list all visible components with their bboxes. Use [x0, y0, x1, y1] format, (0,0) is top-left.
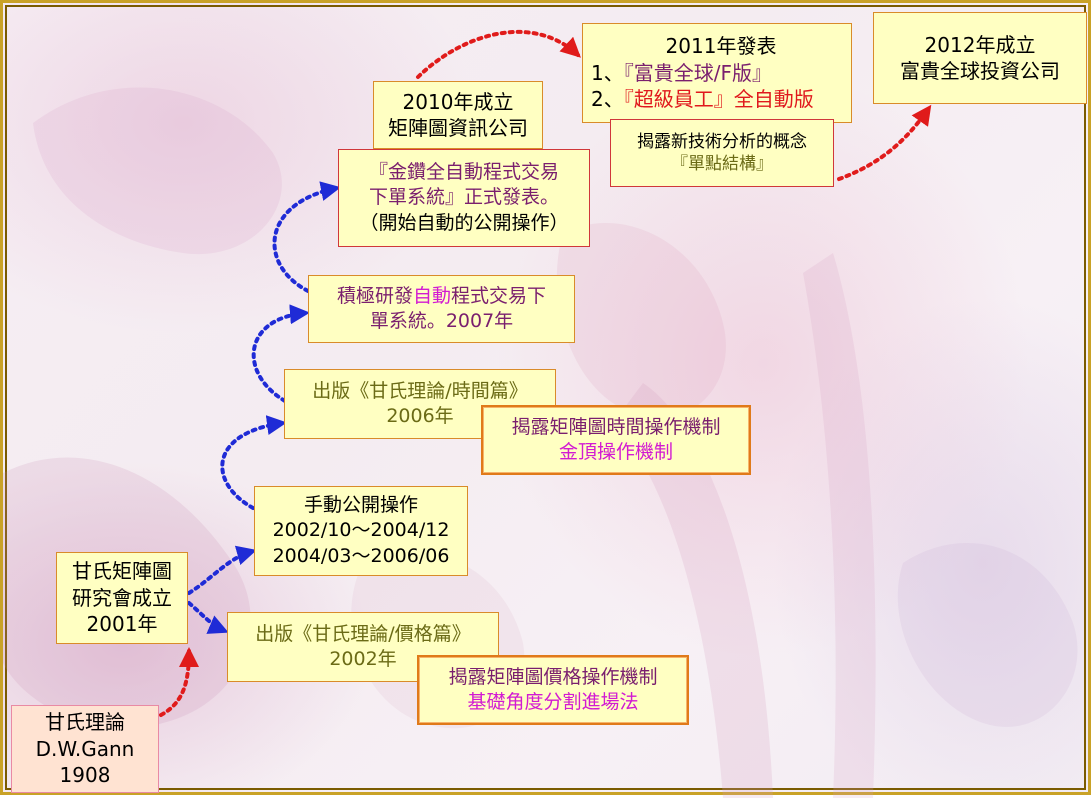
arrow-gann-to-society	[159, 647, 199, 717]
node-time-mechanism: 揭露矩陣圖時間操作機制 金頂操作機制	[481, 405, 751, 475]
arrow-auto-dev-to-release	[272, 181, 341, 293]
node-time-book-2006: 出版《甘氏理論/時間篇》 2006年	[284, 369, 556, 439]
node-text: 甘氏矩陣圖	[72, 559, 172, 584]
node-gann-theory-1908: 甘氏理論 D.W.Gann 1908	[11, 705, 159, 793]
node-text: 金頂操作機制	[558, 441, 673, 463]
node-text: 1、『富貴全球/F版』	[591, 60, 772, 85]
arrow-manual-to-time-book	[220, 415, 287, 510]
node-text: 揭露矩陣圖價格操作機制	[448, 665, 658, 688]
node-text: 『單點結構』	[671, 154, 773, 174]
node-system-release: 『金鑽全自動程式交易 下單系統』正式發表。 （開始自動的公開操作）	[338, 149, 590, 247]
arrow-layer	[159, 29, 932, 717]
node-text: 基礎角度分割進場法	[467, 691, 639, 713]
arrow-time-book-to-auto-dev	[251, 304, 310, 403]
node-single-point-structure: 揭露新技術分析的概念 『單點結構』	[610, 119, 834, 187]
node-release-2011: 2011年發表 1、『富貴全球/F版』 2、『超級員工』全自動版	[582, 23, 852, 123]
node-auto-trading-dev-2007: 積極研發自動程式交易下 單系統。2007年	[308, 275, 575, 343]
node-text: 2002/10～2004/12	[272, 519, 450, 542]
node-company-2010: 2010年成立 矩陣圖資訊公司	[373, 81, 543, 149]
node-text: 矩陣圖資訊公司	[388, 116, 528, 140]
node-text: （開始自動的公開操作）	[359, 211, 569, 234]
node-text: 下單系統』正式發表。	[368, 186, 559, 209]
node-society-2001: 甘氏矩陣圖 研究會成立 2001年	[56, 552, 188, 644]
node-text: 出版《甘氏理論/時間篇》	[312, 379, 528, 402]
node-text: 2004/03～2006/06	[272, 544, 450, 567]
node-text: 甘氏理論	[45, 710, 125, 735]
node-company-2012: 2012年成立 富貴全球投資公司	[873, 12, 1087, 104]
node-text: 富貴全球投資公司	[900, 59, 1060, 83]
node-text: 2010年成立	[402, 89, 514, 114]
arrow-society-to-manual	[187, 545, 257, 595]
node-text: 2006年	[386, 405, 454, 427]
node-text: 單系統。2007年	[369, 310, 514, 332]
arrow-2010-to-2011	[416, 29, 581, 79]
node-text: 2002年	[329, 648, 397, 670]
node-text: 1908	[59, 763, 111, 788]
node-text: 2001年	[86, 612, 158, 637]
node-text: 2012年成立	[924, 32, 1036, 57]
node-text: 2、『超級員工』全自動版	[591, 87, 814, 112]
node-text: 出版《甘氏理論/價格篇》	[255, 622, 471, 645]
node-manual-trading: 手動公開操作 2002/10～2004/12 2004/03～2006/06	[254, 486, 468, 576]
node-text: 揭露新技術分析的概念	[637, 131, 807, 152]
node-text: D.W.Gann	[35, 736, 135, 761]
node-text: 揭露矩陣圖時間操作機制	[511, 415, 721, 438]
node-text: 2011年發表	[665, 34, 777, 59]
node-text: 手動公開操作	[303, 494, 418, 517]
node-text: 『金鑽全自動程式交易	[368, 161, 559, 184]
arrow-society-to-price-book	[187, 601, 229, 634]
node-text: 積極研發自動程式交易下	[336, 284, 547, 307]
node-price-mechanism: 揭露矩陣圖價格操作機制 基礎角度分割進場法	[417, 655, 689, 725]
arrow-single-point-to-2012	[837, 104, 932, 181]
node-text: 研究會成立	[72, 585, 172, 610]
